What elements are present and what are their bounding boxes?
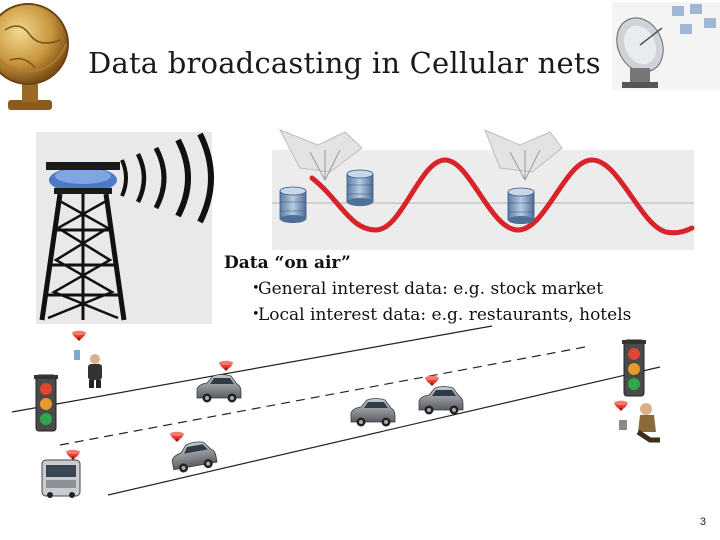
bullet-item: Local interest data: e.g. restaurants, h… bbox=[224, 302, 631, 328]
globe-icon bbox=[0, 3, 69, 110]
cell-tower-icon bbox=[36, 132, 214, 324]
road-lines bbox=[11, 325, 661, 496]
bullet-list: Data “on air” General interest data: e.g… bbox=[224, 250, 631, 328]
person-icon bbox=[619, 403, 660, 443]
car-icon bbox=[418, 386, 464, 415]
bullet-item: General interest data: e.g. stock market bbox=[224, 276, 631, 302]
slide-title: Data broadcasting in Cellular nets bbox=[88, 46, 601, 80]
bus-icon bbox=[41, 459, 81, 498]
traffic-light-icon bbox=[33, 374, 59, 432]
traffic-light-icon bbox=[621, 339, 647, 397]
car-icon bbox=[169, 438, 219, 475]
slide-number: 3 bbox=[699, 516, 706, 528]
car-icon bbox=[350, 398, 396, 427]
bullet-heading: Data “on air” bbox=[224, 253, 351, 273]
broadcast-wave-icon bbox=[272, 129, 695, 250]
device-signal-icon bbox=[66, 330, 628, 460]
car-icon bbox=[196, 374, 242, 403]
satellite-dish-icon bbox=[612, 2, 720, 90]
person-icon bbox=[74, 350, 102, 388]
